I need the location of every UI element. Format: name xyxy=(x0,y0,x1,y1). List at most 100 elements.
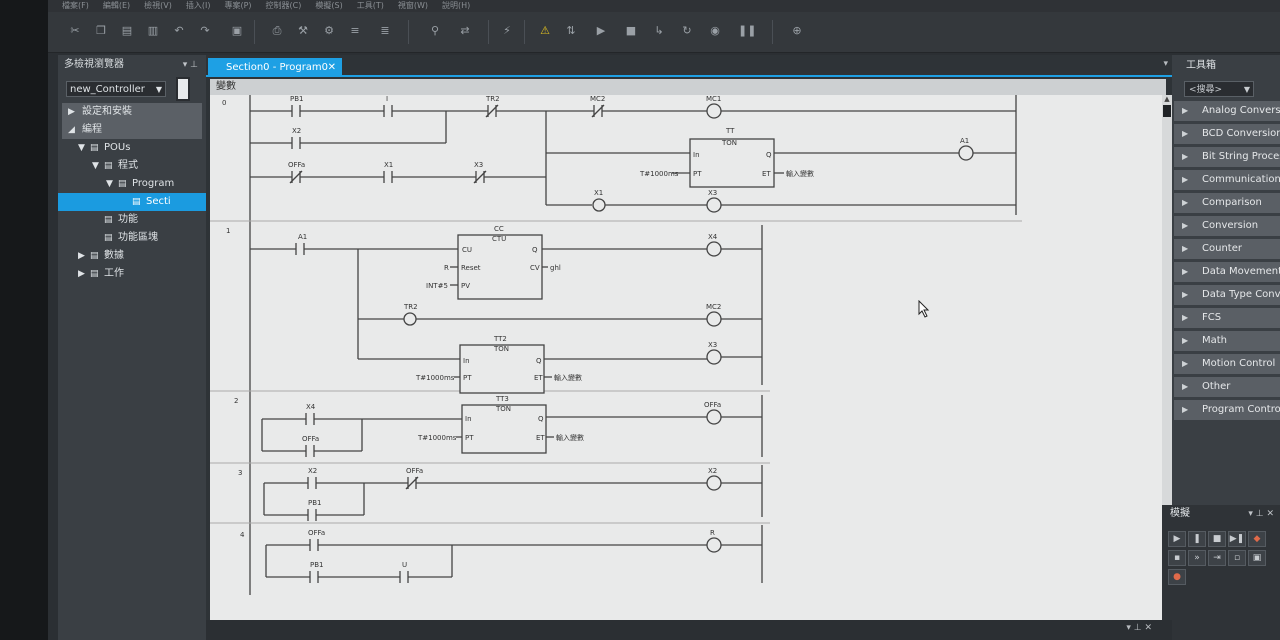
label-x3-coil-rung1: X3 xyxy=(708,341,717,349)
menu-item[interactable]: 編輯(E) xyxy=(102,1,131,10)
sim-step-icon[interactable]: ▶❚ xyxy=(1228,531,1246,547)
toolbox-category[interactable]: ▶Analog Conversion xyxy=(1174,101,1280,121)
print-icon[interactable]: ⎙ xyxy=(272,24,282,37)
step-icon[interactable]: ↳ xyxy=(654,24,664,37)
sim-fast-icon[interactable]: » xyxy=(1188,550,1206,566)
toolbox-category[interactable]: ▶Math xyxy=(1174,331,1280,351)
menu-item[interactable]: 檔案(F) xyxy=(62,1,89,10)
expand-icon[interactable]: ▼ xyxy=(78,143,85,153)
toolbox-category[interactable]: ▶Motion Control xyxy=(1174,354,1280,374)
sim-record-icon[interactable]: ● xyxy=(1168,569,1186,585)
transfer-icon[interactable]: ⇅ xyxy=(566,24,576,37)
monitor-icon[interactable]: ◉ xyxy=(710,24,720,37)
label-offa-coil: OFFa xyxy=(704,401,721,409)
list-icon[interactable]: ≣ xyxy=(380,24,390,37)
warning-icon[interactable]: ⚠ xyxy=(540,24,550,37)
sim-next-icon[interactable]: ⇥ xyxy=(1208,550,1226,566)
menu-item[interactable]: 工具(T) xyxy=(356,1,384,10)
tree-item[interactable]: ▶▤數據 xyxy=(58,247,206,265)
sim-break-icon[interactable]: ◆ xyxy=(1248,531,1266,547)
toolbox-category-label: Conversion xyxy=(1202,220,1259,231)
controller-select[interactable]: new_Controller ▼ xyxy=(66,81,166,97)
toolbox-category[interactable]: ▶FCS xyxy=(1174,308,1280,328)
pin-icon[interactable]: ▾ ⊥ ✕ xyxy=(1248,509,1274,519)
coil-mc2 xyxy=(706,311,722,327)
menu-item[interactable]: 檢視(V) xyxy=(144,1,172,10)
sim-back-icon[interactable]: ▫ xyxy=(1228,550,1246,566)
label-ton: TON xyxy=(721,139,737,147)
find-icon[interactable]: ⚲ xyxy=(430,24,440,37)
reset-icon[interactable]: ↻ xyxy=(682,24,692,37)
toolbox-category-label: Analog Conversion xyxy=(1202,105,1280,116)
controller-status-button[interactable] xyxy=(176,77,190,101)
toolbox-search[interactable]: <搜尋> ▼ xyxy=(1184,81,1254,97)
undo-icon[interactable]: ↶ xyxy=(174,24,184,37)
expand-icon[interactable]: ▶ xyxy=(68,107,75,117)
toolbox-category[interactable]: ▶Comparison xyxy=(1174,193,1280,213)
toolbox-category[interactable]: ▶Data Movement xyxy=(1174,262,1280,282)
tree-item[interactable]: ▼▤程式 xyxy=(58,157,206,175)
sim-extra-icon[interactable]: ▪ xyxy=(1168,550,1186,566)
expand-icon[interactable]: ▶ xyxy=(78,251,85,261)
sim-pause-icon[interactable]: ❚ xyxy=(1188,531,1206,547)
menu-item[interactable]: 控制器(C) xyxy=(265,1,302,10)
toolbox-category[interactable]: ▶Data Type Conversion xyxy=(1174,285,1280,305)
vertical-scrollbar[interactable]: ▲ xyxy=(1162,95,1172,625)
tree-item[interactable]: ▤Secti xyxy=(58,193,206,211)
compare-icon[interactable]: ≡ xyxy=(350,24,360,37)
tree-item[interactable]: ▤功能 xyxy=(58,211,206,229)
tree-item[interactable]: ◢編程 xyxy=(62,121,202,139)
scroll-up-icon[interactable]: ▲ xyxy=(1164,95,1170,103)
toolbox-category[interactable]: ▶Other xyxy=(1174,377,1280,397)
copy-icon[interactable]: ❐ xyxy=(96,24,106,37)
run-icon[interactable]: ▶ xyxy=(596,24,606,37)
expand-icon[interactable]: ▼ xyxy=(106,179,113,189)
tree-item[interactable]: ▼▤Program xyxy=(58,175,206,193)
sim-go-icon[interactable]: ▣ xyxy=(1248,550,1266,566)
toolbox-category[interactable]: ▶Conversion xyxy=(1174,216,1280,236)
expand-icon[interactable]: ◢ xyxy=(68,125,75,135)
sim-run-icon[interactable]: ▶ xyxy=(1168,531,1186,547)
menu-item[interactable]: 專案(P) xyxy=(224,1,252,10)
toolbox-category[interactable]: ▶Bit String Processing xyxy=(1174,147,1280,167)
menu-item[interactable]: 說明(H) xyxy=(442,1,471,10)
tree-item[interactable]: ▼▤POUs xyxy=(58,139,206,157)
clipboard-icon[interactable]: ▣ xyxy=(231,24,243,37)
toolbox-category[interactable]: ▶Communications xyxy=(1174,170,1280,190)
sim-stop-icon[interactable]: ■ xyxy=(1208,531,1226,547)
redo-icon[interactable]: ↷ xyxy=(200,24,210,37)
tab-menu-icon[interactable]: ▾ xyxy=(1163,59,1168,69)
tree-item[interactable]: ▶▤工作 xyxy=(58,265,206,283)
pause-icon[interactable]: ❚❚ xyxy=(738,24,757,37)
paste-icon[interactable]: ▤ xyxy=(121,24,133,37)
tree-item[interactable]: ▤功能區塊 xyxy=(58,229,206,247)
online-icon[interactable]: ⚡ xyxy=(503,24,511,37)
scroll-thumb[interactable] xyxy=(1163,105,1171,117)
tab-section0[interactable]: Section0 - Program0 ✕ xyxy=(208,58,342,77)
menu-item[interactable]: 插入(I) xyxy=(185,1,211,10)
toolbox-category[interactable]: ▶BCD Conversion xyxy=(1174,124,1280,144)
ton-block-tt2 xyxy=(459,344,545,394)
zoom-icon[interactable]: ⊕ xyxy=(792,24,802,37)
replace-icon[interactable]: ⇄ xyxy=(460,24,470,37)
toolbox-category[interactable]: ▶Counter xyxy=(1174,239,1280,259)
cut-icon[interactable]: ✂ xyxy=(70,24,80,37)
expand-icon[interactable]: ▼ xyxy=(92,161,99,171)
monitor-bezel xyxy=(0,0,48,640)
menu-item[interactable]: 模擬(S) xyxy=(315,1,343,10)
expand-icon[interactable]: ▶ xyxy=(78,269,85,279)
pin-icon[interactable]: ▾ ⊥ ✕ xyxy=(1126,623,1152,633)
build-icon[interactable]: ⚒ xyxy=(298,24,308,37)
delete-icon[interactable]: ▥ xyxy=(147,24,159,37)
network-icon[interactable]: ⚙ xyxy=(324,24,334,37)
variables-bar[interactable]: 變數 xyxy=(210,79,1166,95)
menu-item[interactable]: 視窗(W) xyxy=(397,1,428,10)
pin-icon[interactable]: ▾ ⊥ xyxy=(182,60,198,70)
rung-number-1: 1 xyxy=(226,227,230,235)
close-icon[interactable]: ✕ xyxy=(327,62,336,73)
toolbox-category[interactable]: ▶Program Control xyxy=(1174,400,1280,420)
stop-icon[interactable]: ■ xyxy=(625,24,637,37)
ladder-canvas[interactable]: 0 1 2 3 4 PB1 I TR2 MC2 MC1 X2 TT TON In… xyxy=(210,95,1166,625)
toolbox-category-label: Communications xyxy=(1202,174,1280,185)
tree-item[interactable]: ▶設定和安裝 xyxy=(62,103,202,121)
